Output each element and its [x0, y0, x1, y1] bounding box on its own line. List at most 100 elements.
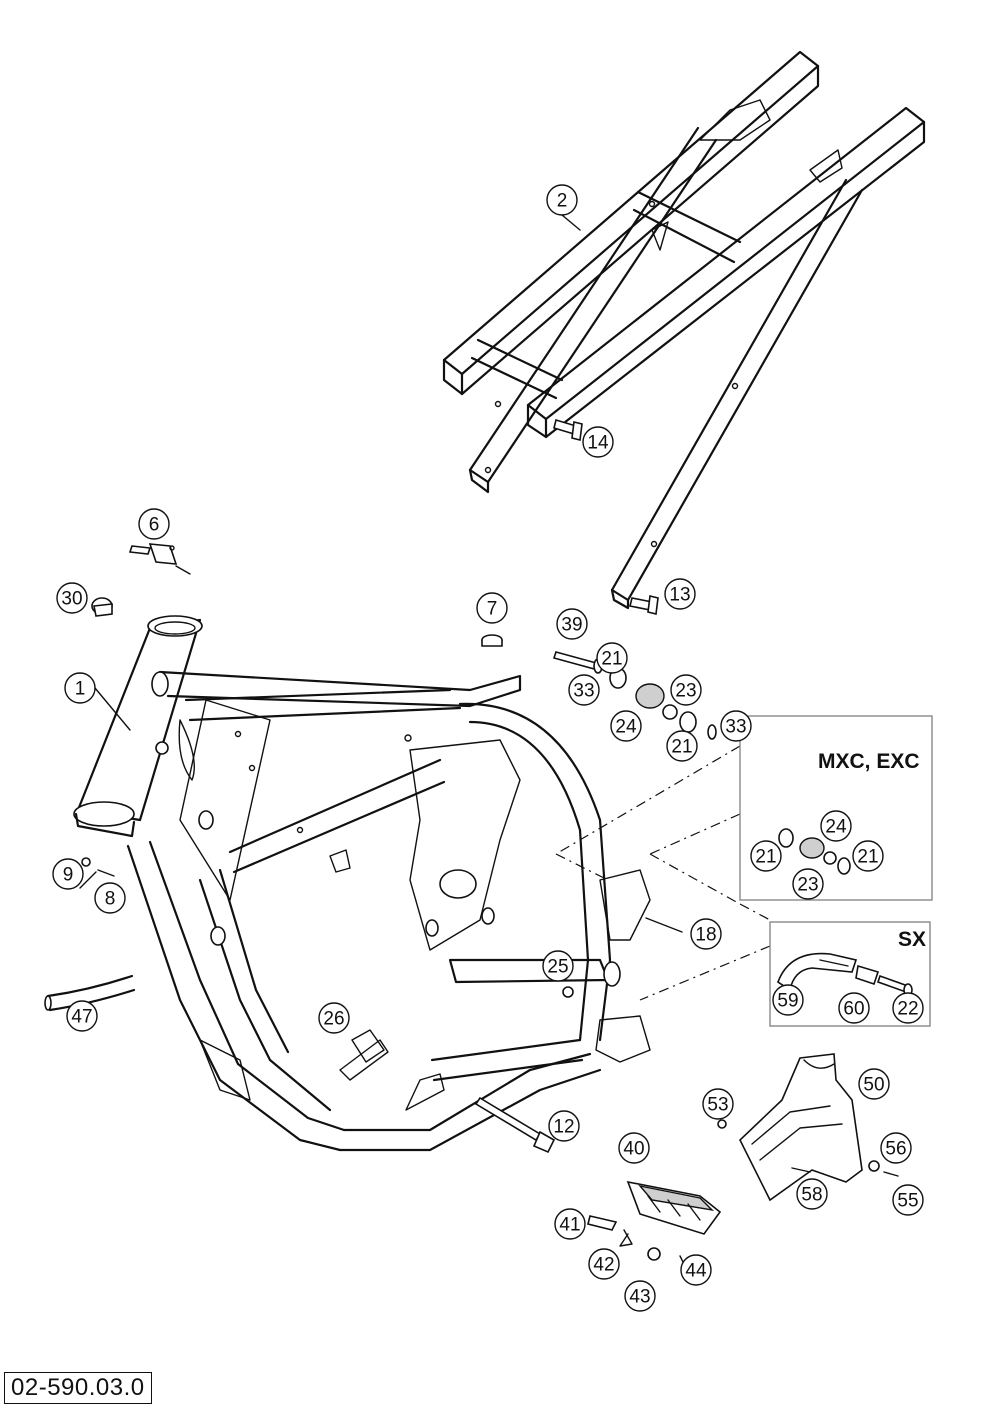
callout-22: 22 [892, 992, 924, 1024]
callout-leader [561, 214, 581, 231]
callout-41: 41 [554, 1208, 586, 1240]
callout-number: 12 [553, 1117, 574, 1138]
callout-14: 14 [582, 426, 614, 458]
callout-number: 39 [561, 615, 582, 636]
part-18-bolt [645, 917, 683, 933]
callout-number: 53 [707, 1095, 728, 1116]
bolt-14 [553, 418, 583, 441]
callout-24: 24 [820, 810, 852, 842]
callout-53: 53 [702, 1088, 734, 1120]
callout-leader [79, 871, 97, 889]
callout-number: 44 [685, 1261, 707, 1282]
callout-25: 25 [542, 950, 574, 982]
callout-number: 18 [695, 925, 716, 946]
callout-number: 58 [801, 1185, 822, 1206]
callout-number: 9 [63, 865, 74, 886]
variant-box-mxc-exc: MXC, EXC [739, 715, 933, 901]
callout-number: 14 [587, 433, 609, 454]
callout-60: 60 [838, 992, 870, 1024]
callout-7: 7 [476, 592, 508, 624]
callout-number: 6 [149, 515, 160, 536]
callout-number: 33 [573, 681, 594, 702]
part-47-hose [44, 974, 136, 1012]
callout-40: 40 [618, 1132, 650, 1164]
callout-13: 13 [664, 578, 696, 610]
callout-26: 26 [318, 1002, 350, 1034]
callout-44: 44 [680, 1254, 712, 1286]
callout-55: 55 [892, 1184, 924, 1216]
callout-number: 23 [675, 681, 696, 702]
part-26-spring [351, 1029, 385, 1063]
callout-number: 1 [75, 679, 86, 700]
callout-number: 47 [71, 1007, 92, 1028]
drawing-number: 02-590.03.0 [4, 1372, 152, 1404]
callout-number: 41 [559, 1215, 580, 1236]
callout-59: 59 [772, 984, 804, 1016]
callout-18: 18 [690, 918, 722, 950]
callout-33: 33 [568, 674, 600, 706]
callout-number: 60 [843, 999, 864, 1020]
callout-number: 55 [897, 1191, 918, 1212]
guard-50 [717, 1053, 899, 1202]
callout-number: 40 [623, 1139, 644, 1160]
main-frame [73, 615, 651, 1152]
variant-label-sx: SX [898, 928, 926, 951]
callout-number: 13 [669, 585, 690, 606]
part-7-cap [481, 634, 503, 647]
callout-number: 24 [615, 717, 637, 738]
callout-leader [94, 687, 131, 731]
callout-21: 21 [852, 840, 884, 872]
callout-21: 21 [666, 730, 698, 762]
part-12-bolt [474, 1096, 556, 1154]
callout-number: 21 [671, 737, 692, 758]
callout-43: 43 [624, 1280, 656, 1312]
callout-number: 59 [777, 991, 798, 1012]
bolt-13 [629, 595, 659, 615]
parts-41-42-43-44 [587, 1215, 691, 1277]
callout-number: 8 [105, 889, 116, 910]
part-30-plug [91, 597, 113, 617]
callout-30: 30 [56, 582, 88, 614]
part-25-nut [562, 986, 574, 998]
part-9-8-screw [81, 857, 115, 877]
callout-58: 58 [796, 1178, 828, 1210]
callout-number: 50 [863, 1075, 884, 1096]
footrest-40 [626, 1180, 722, 1235]
callout-number: 2 [557, 191, 568, 212]
callout-21: 21 [596, 642, 628, 674]
callout-number: 21 [857, 847, 878, 868]
callout-number: 43 [629, 1287, 650, 1308]
callout-47: 47 [66, 1000, 98, 1032]
callout-21: 21 [750, 840, 782, 872]
callout-23: 23 [792, 868, 824, 900]
callout-6: 6 [138, 508, 170, 540]
callout-number: 22 [897, 999, 918, 1020]
callout-number: 7 [487, 599, 498, 620]
subframe [442, 50, 926, 610]
callout-number: 56 [885, 1139, 906, 1160]
callout-50: 50 [858, 1068, 890, 1100]
callout-56: 56 [880, 1132, 912, 1164]
callout-number: 33 [725, 717, 746, 738]
reference-leaders [555, 745, 771, 1001]
callout-number: 30 [61, 589, 82, 610]
callout-number: 21 [755, 847, 776, 868]
callout-2: 2 [546, 184, 578, 216]
callout-number: 23 [797, 875, 818, 896]
callout-number: 24 [825, 817, 847, 838]
callout-number: 21 [601, 649, 622, 670]
callout-42: 42 [588, 1248, 620, 1280]
callout-24: 24 [610, 710, 642, 742]
callout-12: 12 [548, 1110, 580, 1142]
callout-39: 39 [556, 608, 588, 640]
callout-23: 23 [670, 674, 702, 706]
callout-8: 8 [94, 882, 126, 914]
callout-33: 33 [720, 710, 752, 742]
callout-1: 1 [64, 672, 96, 704]
callout-number: 25 [547, 957, 568, 978]
variant-label-mxc-exc: MXC, EXC [818, 750, 920, 773]
callout-number: 26 [323, 1009, 344, 1030]
callout-number: 42 [593, 1255, 614, 1276]
